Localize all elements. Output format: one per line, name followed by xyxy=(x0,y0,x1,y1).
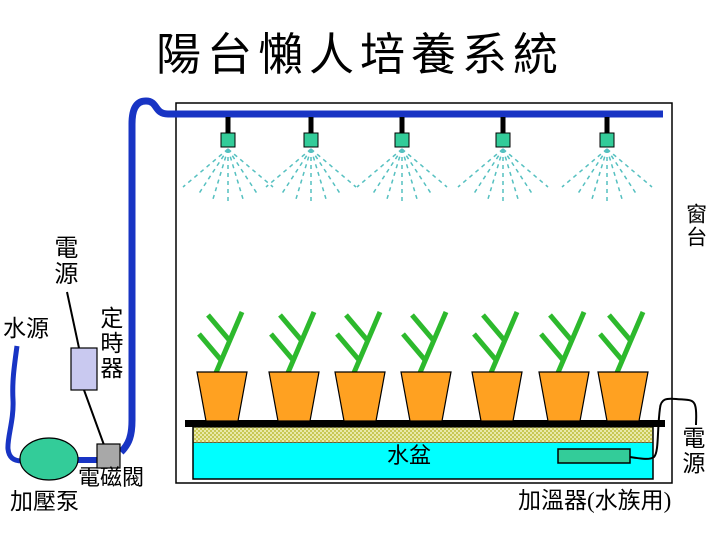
label-power-right: 電源 xyxy=(678,426,704,476)
heater-power-cord xyxy=(629,397,698,460)
diagram-title: 陽台懶人培養系統 xyxy=(155,30,564,80)
solenoid-valve-body xyxy=(96,443,121,469)
aquarium-heater xyxy=(557,448,631,464)
shelf-bar xyxy=(185,420,665,427)
timer-wire-to-valve xyxy=(83,389,105,446)
label-timer: 定時器 xyxy=(96,306,122,381)
water-source-hose xyxy=(5,345,23,464)
power-wire-to-timer xyxy=(66,291,80,349)
basin-outline xyxy=(192,427,654,480)
pressure-pump-body xyxy=(19,437,79,481)
label-water-source: 水源 xyxy=(3,316,49,341)
main-water-pipe xyxy=(118,97,663,455)
label-window-sill: 窗台 xyxy=(683,203,708,249)
label-power-left: 電源 xyxy=(49,235,76,287)
label-water-basin: 水盆 xyxy=(387,443,432,468)
label-heater: 加溫器(水族用) xyxy=(518,488,672,513)
label-pressure-pump: 加壓泵 xyxy=(10,489,79,514)
grow-tray-strip xyxy=(192,426,654,444)
label-solenoid-valve: 電磁閥 xyxy=(78,465,145,490)
timer-box xyxy=(70,347,98,391)
